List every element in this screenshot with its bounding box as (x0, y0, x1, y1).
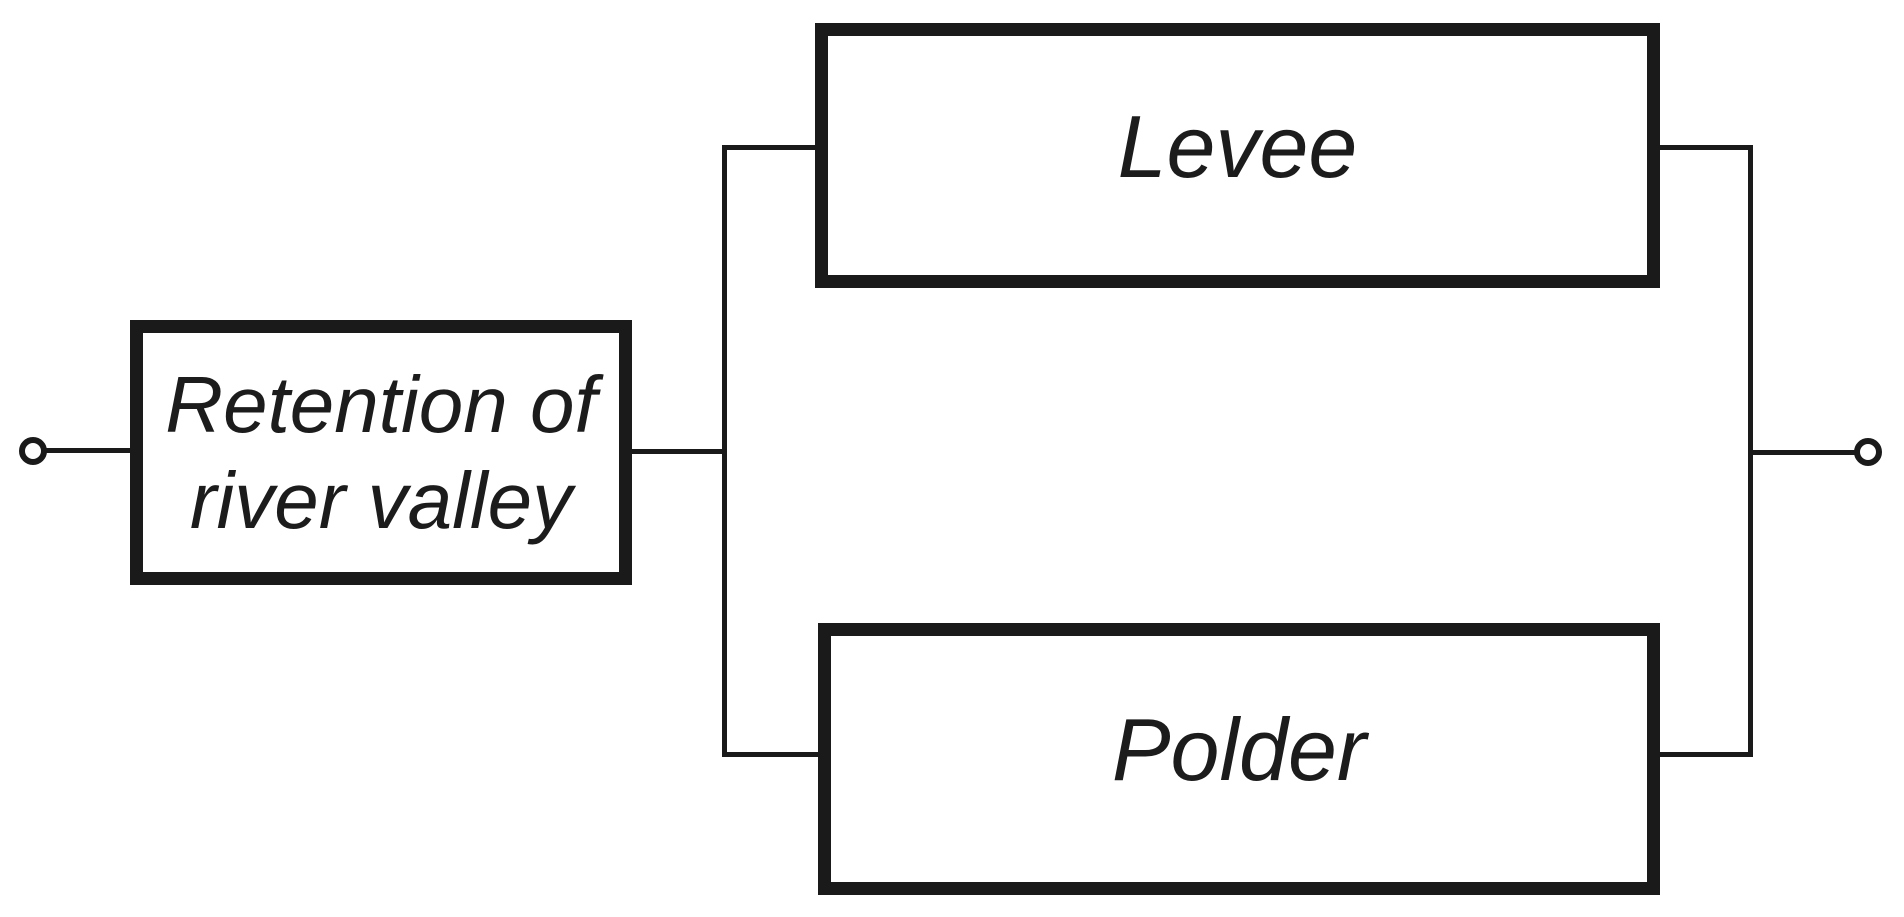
wire-levee-to-join (1655, 145, 1753, 150)
wire-input-to-retention (44, 448, 132, 453)
wire-join-to-output (1753, 450, 1856, 455)
block-polder: Polder (818, 623, 1660, 895)
block-levee: Levee (815, 23, 1660, 288)
wire-split-vertical (722, 145, 727, 757)
wire-polder-to-join (1655, 752, 1753, 757)
polder-label: Polder (1111, 700, 1367, 799)
retention-label-line2: river valley (189, 455, 573, 545)
levee-label: Levee (1117, 96, 1358, 196)
wire-retention-to-split (628, 449, 727, 454)
output-terminal-circle-icon (1854, 438, 1882, 466)
input-terminal-circle-icon (19, 437, 47, 465)
wire-split-to-levee (722, 145, 818, 150)
block-retention-of-river-valley: Retention of river valley (130, 320, 632, 585)
wire-join-vertical (1748, 145, 1753, 757)
retention-label-line1: Retention of (165, 359, 597, 449)
wire-split-to-polder (722, 752, 821, 757)
